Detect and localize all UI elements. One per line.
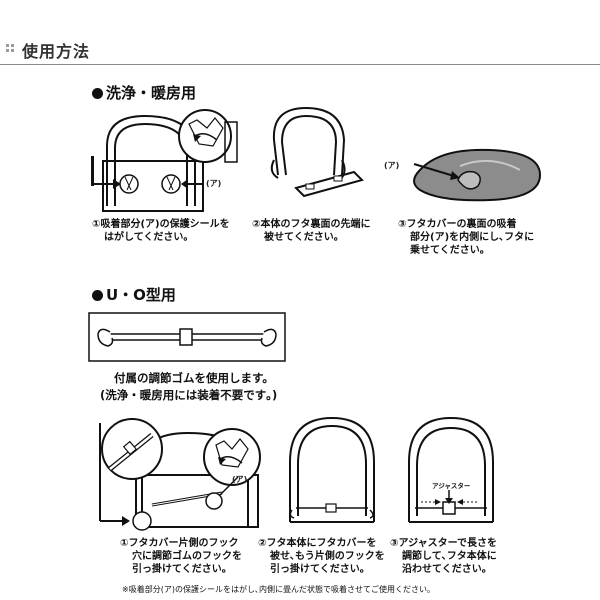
footnote: ※吸着部分(ア)の保護シールをはがし､内側に畳んだ状態で吸着させてご使用ください… (122, 585, 431, 594)
section1-title: 洗浄・暖房用 (106, 84, 197, 102)
illustration-hook-strap (99, 418, 261, 531)
uo-step2-caption: ②フタ本体にフタカバーを 被せ､もう片側のフックを 引っ掛けてください。 (258, 538, 385, 575)
bullet-icon (92, 88, 103, 99)
header-divider (0, 64, 600, 65)
label-a-3: (ア) (232, 475, 248, 484)
section-title-uo: U・O型用 (92, 284, 176, 305)
section-header: 使用方法 (0, 34, 600, 66)
illustration-place-on-lid (413, 148, 542, 202)
illustration-peel-sheet (91, 109, 238, 212)
adjuster-label: アジャスター (432, 482, 471, 490)
illustration-second-hook (289, 416, 375, 523)
illustration-adjust-length (408, 416, 494, 523)
bullet-icon (92, 290, 103, 301)
step2-caption: ②本体のフタ裏面の先端に 被せてください。 (252, 219, 371, 243)
illustration-cover-lid (270, 106, 364, 198)
section-title-washlet: 洗浄・暖房用 (92, 82, 196, 103)
note-line-2: (洗浄・暖房用には装着不要です｡) (100, 388, 278, 402)
page-title: 使用方法 (22, 42, 91, 61)
uo-step3-caption: ③アジャスターで長さを 調節して､フタ本体に 沿わせてください。 (390, 538, 497, 575)
step1-caption: ①吸着部分(ア)の保護シールを はがしてください。 (92, 219, 230, 243)
note-line-1: 付属の調節ゴムを使用します。 (114, 371, 274, 385)
label-a-1: (ア) (206, 179, 222, 188)
label-a-2: (ア) (384, 161, 400, 170)
step3-caption: ③フタカバーの裏面の吸着 部分(ア)を内側にし､フタに 乗せてください。 (398, 219, 535, 256)
grid-dots-icon (6, 44, 18, 56)
uo-step1-caption: ①フタカバー片側のフック 穴に調節ゴムのフックを 引っ掛けてください。 (120, 538, 242, 575)
illustration-elastic-strap (88, 312, 286, 362)
section2-title: U・O型用 (106, 286, 176, 304)
